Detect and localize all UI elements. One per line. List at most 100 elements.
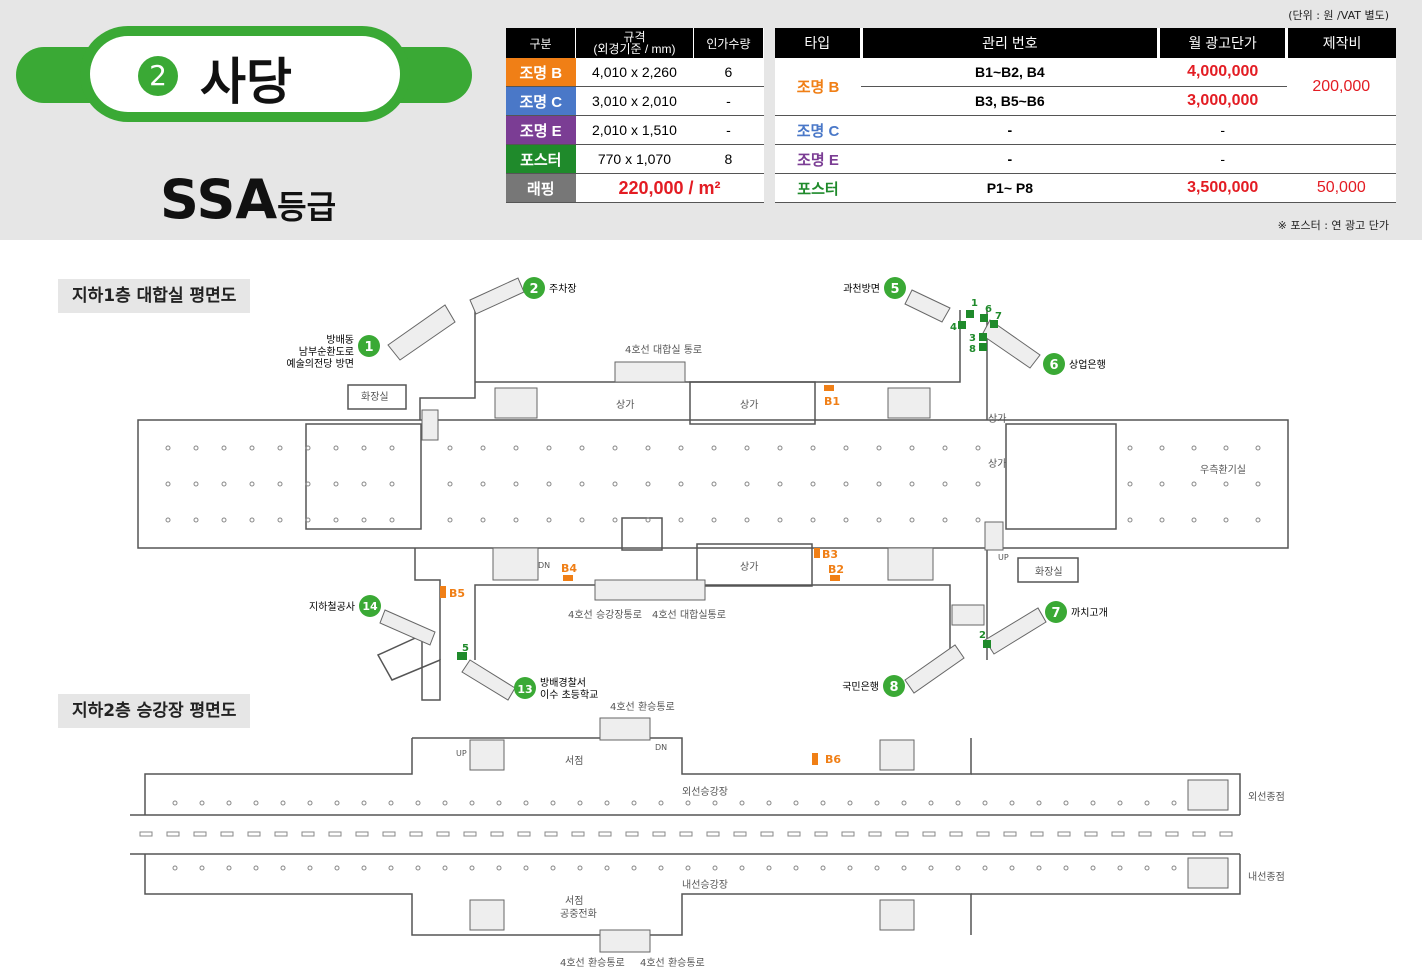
pillar <box>172 865 178 871</box>
price-type-e: 조명 E <box>775 144 861 174</box>
price-value: - <box>1158 115 1287 145</box>
track-dash <box>679 831 693 837</box>
pillar <box>711 517 717 523</box>
exit-label: 주차장 <box>549 283 577 295</box>
wall <box>475 310 961 383</box>
track-dash <box>787 831 801 837</box>
price-row: 포스터 P1~ P8 3,500,000 50,000 <box>775 173 1396 203</box>
pillar <box>843 517 849 523</box>
price-value: 4,000,000 <box>1158 58 1287 87</box>
pillar <box>172 800 178 806</box>
pillar <box>1009 865 1015 871</box>
pillar <box>1090 865 1096 871</box>
track-dash <box>409 831 423 837</box>
label-shop-3: 상가 <box>616 399 634 411</box>
pillar <box>793 865 799 871</box>
price-fee: 200,000 <box>1286 58 1396 116</box>
price-row: 조명 C - - <box>775 115 1396 145</box>
pillar <box>1117 865 1123 871</box>
ad-label-b6: B6 <box>825 753 841 766</box>
pillar <box>739 800 745 806</box>
price-header-fee: 제작비 <box>1286 28 1396 58</box>
price-header-type: 타입 <box>775 28 863 58</box>
exit-number: 6 <box>1049 358 1058 373</box>
spec-table: 구분 규격(외경기준 / mm) 인가수량 조명 B 4,010 x 2,260… <box>506 28 765 203</box>
pillar <box>249 481 255 487</box>
track-dash <box>922 831 936 837</box>
pillar <box>305 517 311 523</box>
pillar <box>739 865 745 871</box>
pillar <box>744 445 750 451</box>
pillar <box>442 865 448 871</box>
floor2-walls <box>130 737 1241 936</box>
track-dash <box>436 831 450 837</box>
pillar <box>876 517 882 523</box>
poster-label-7: 7 <box>995 311 1002 322</box>
ad-label-b2: B2 <box>828 563 844 576</box>
stairs-line4 <box>614 361 686 383</box>
price-id: B1~B2, B4 <box>861 58 1159 87</box>
spec-label-c: 조명 C <box>506 86 576 116</box>
ad-label-b3: B3 <box>822 548 838 561</box>
poster-label-6: 6 <box>985 304 992 315</box>
poster-locations: 4 1 6 7 3 8 2 5 <box>457 298 1002 660</box>
station-number-badge: 2 <box>138 56 178 96</box>
pillar <box>550 800 556 806</box>
wall <box>144 738 413 815</box>
pillar <box>253 800 259 806</box>
price-id: P1~ P8 <box>861 173 1159 203</box>
wall <box>419 310 476 420</box>
floor1-labels: 4호선 대합실 통로 4호선 승강장통로 4호선 대합실통로 화장실 화장실 상… <box>361 344 1246 621</box>
poster-marker <box>979 343 987 351</box>
pillar <box>221 445 227 451</box>
stairs <box>599 929 651 953</box>
track-dash <box>517 831 531 837</box>
pillar <box>1191 445 1197 451</box>
escalator <box>887 547 934 581</box>
pillar <box>389 517 395 523</box>
pillar <box>1223 517 1229 523</box>
track-dash <box>1057 831 1071 837</box>
pillar <box>942 517 948 523</box>
pillar <box>678 517 684 523</box>
exit-2-stairs <box>469 277 525 315</box>
toilet-room <box>347 384 407 410</box>
pillar <box>901 800 907 806</box>
exit-14-stairs <box>379 609 436 646</box>
pillar <box>305 481 311 487</box>
pillar <box>513 517 519 523</box>
pillar <box>1223 445 1229 451</box>
pillar <box>253 865 259 871</box>
spec-row: 포스터 770 x 1,070 8 <box>506 144 764 174</box>
pillar <box>249 517 255 523</box>
poster-marker <box>983 640 991 648</box>
wall <box>971 773 1241 815</box>
ad-marker-b4 <box>563 575 573 581</box>
pillar <box>1223 481 1229 487</box>
pillar <box>612 481 618 487</box>
pillar <box>579 445 585 451</box>
label-line4-platform: 4호선 승강장통로 <box>568 609 642 621</box>
station-name: 사당 <box>200 53 292 111</box>
pillar <box>226 800 232 806</box>
price-type-c: 조명 C <box>775 115 861 145</box>
pillar <box>645 481 651 487</box>
floor2-labels: 4호선 환승통로 외선승강장 내선승강장 외선종점 내선종점 서점 서점 공중전… <box>456 701 1285 969</box>
track-dash <box>328 831 342 837</box>
poster-marker <box>980 314 988 322</box>
label-up: UP <box>456 749 467 758</box>
pillar <box>546 517 552 523</box>
price-id: B3, B5~B6 <box>861 86 1159 116</box>
label-ventilation: 우측환기실 <box>1200 464 1246 476</box>
label-outer-platform: 외선승강장 <box>682 786 728 798</box>
poster-note: ※ 포스터 : 연 광고 단가 <box>1277 219 1389 232</box>
stairs <box>951 604 985 626</box>
spec-label-wrapping: 래핑 <box>506 173 576 203</box>
pillar <box>777 517 783 523</box>
label-inner-terminus: 내선종점 <box>1248 871 1285 883</box>
pillar <box>1117 800 1123 806</box>
pillar <box>1171 800 1177 806</box>
exit-number: 1 <box>364 340 373 355</box>
spec-row-wrapping: 래핑 220,000 / m² <box>506 173 764 203</box>
pillar <box>513 481 519 487</box>
